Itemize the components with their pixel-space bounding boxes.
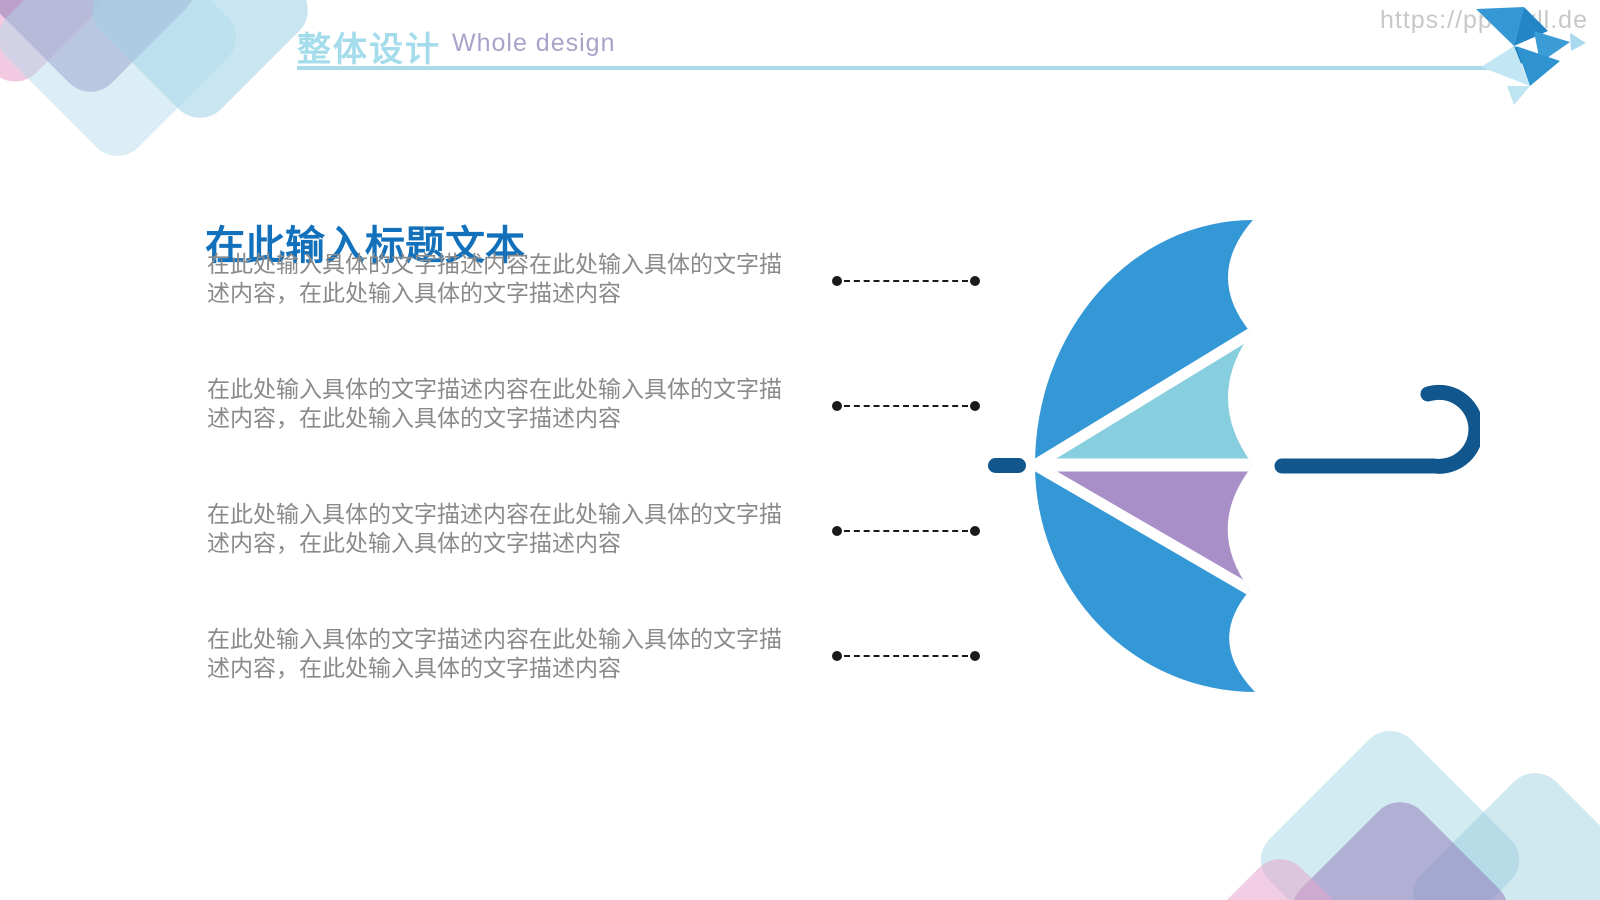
content-row-4: 在此处输入具体的文字描述内容在此处输入具体的文字描述内容，在此处输入具体的文字描… <box>0 625 1600 695</box>
description-text-4: 在此处输入具体的文字描述内容在此处输入具体的文字描述内容，在此处输入具体的文字描… <box>207 626 782 681</box>
umbrella-graphic <box>988 220 1480 692</box>
connector-dot-left <box>832 276 842 286</box>
connector-dot-right <box>970 401 980 411</box>
connector-dot-right <box>970 526 980 536</box>
connector-dash <box>844 280 968 282</box>
origami-bird-icon <box>1476 7 1586 105</box>
header-title-zh: 整体设计 <box>297 31 441 69</box>
description-text-3: 在此处输入具体的文字描述内容在此处输入具体的文字描述内容，在此处输入具体的文字描… <box>207 501 782 556</box>
content-row-1: 在此处输入具体的文字描述内容在此处输入具体的文字描述内容，在此处输入具体的文字描… <box>0 250 1600 320</box>
header-title-en: Whole design <box>452 29 616 57</box>
connector-line-1 <box>832 276 980 286</box>
header-underline <box>297 66 1517 70</box>
umbrella-handle <box>1274 384 1480 474</box>
description-text-2: 在此处输入具体的文字描述内容在此处输入具体的文字描述内容，在此处输入具体的文字描… <box>207 376 782 431</box>
connector-dot-right <box>970 276 980 286</box>
content-row-3: 在此处输入具体的文字描述内容在此处输入具体的文字描述内容，在此处输入具体的文字描… <box>0 500 1600 570</box>
page-title: 在此输入标题文本 <box>205 223 525 268</box>
connector-line-4 <box>832 651 980 661</box>
connector-dot-left <box>832 526 842 536</box>
connector-dot-left <box>832 401 842 411</box>
connector-dash <box>844 655 968 657</box>
connector-dash <box>844 530 968 532</box>
connector-line-2 <box>832 401 980 411</box>
umbrella-tip <box>988 458 1026 473</box>
connector-line-3 <box>832 526 980 536</box>
content-row-2: 在此处输入具体的文字描述内容在此处输入具体的文字描述内容，在此处输入具体的文字描… <box>0 375 1600 445</box>
connector-dot-right <box>970 651 980 661</box>
connector-dash <box>844 405 968 407</box>
description-text-1: 在此处输入具体的文字描述内容在此处输入具体的文字描述内容，在此处输入具体的文字描… <box>207 251 782 306</box>
connector-dot-left <box>832 651 842 661</box>
